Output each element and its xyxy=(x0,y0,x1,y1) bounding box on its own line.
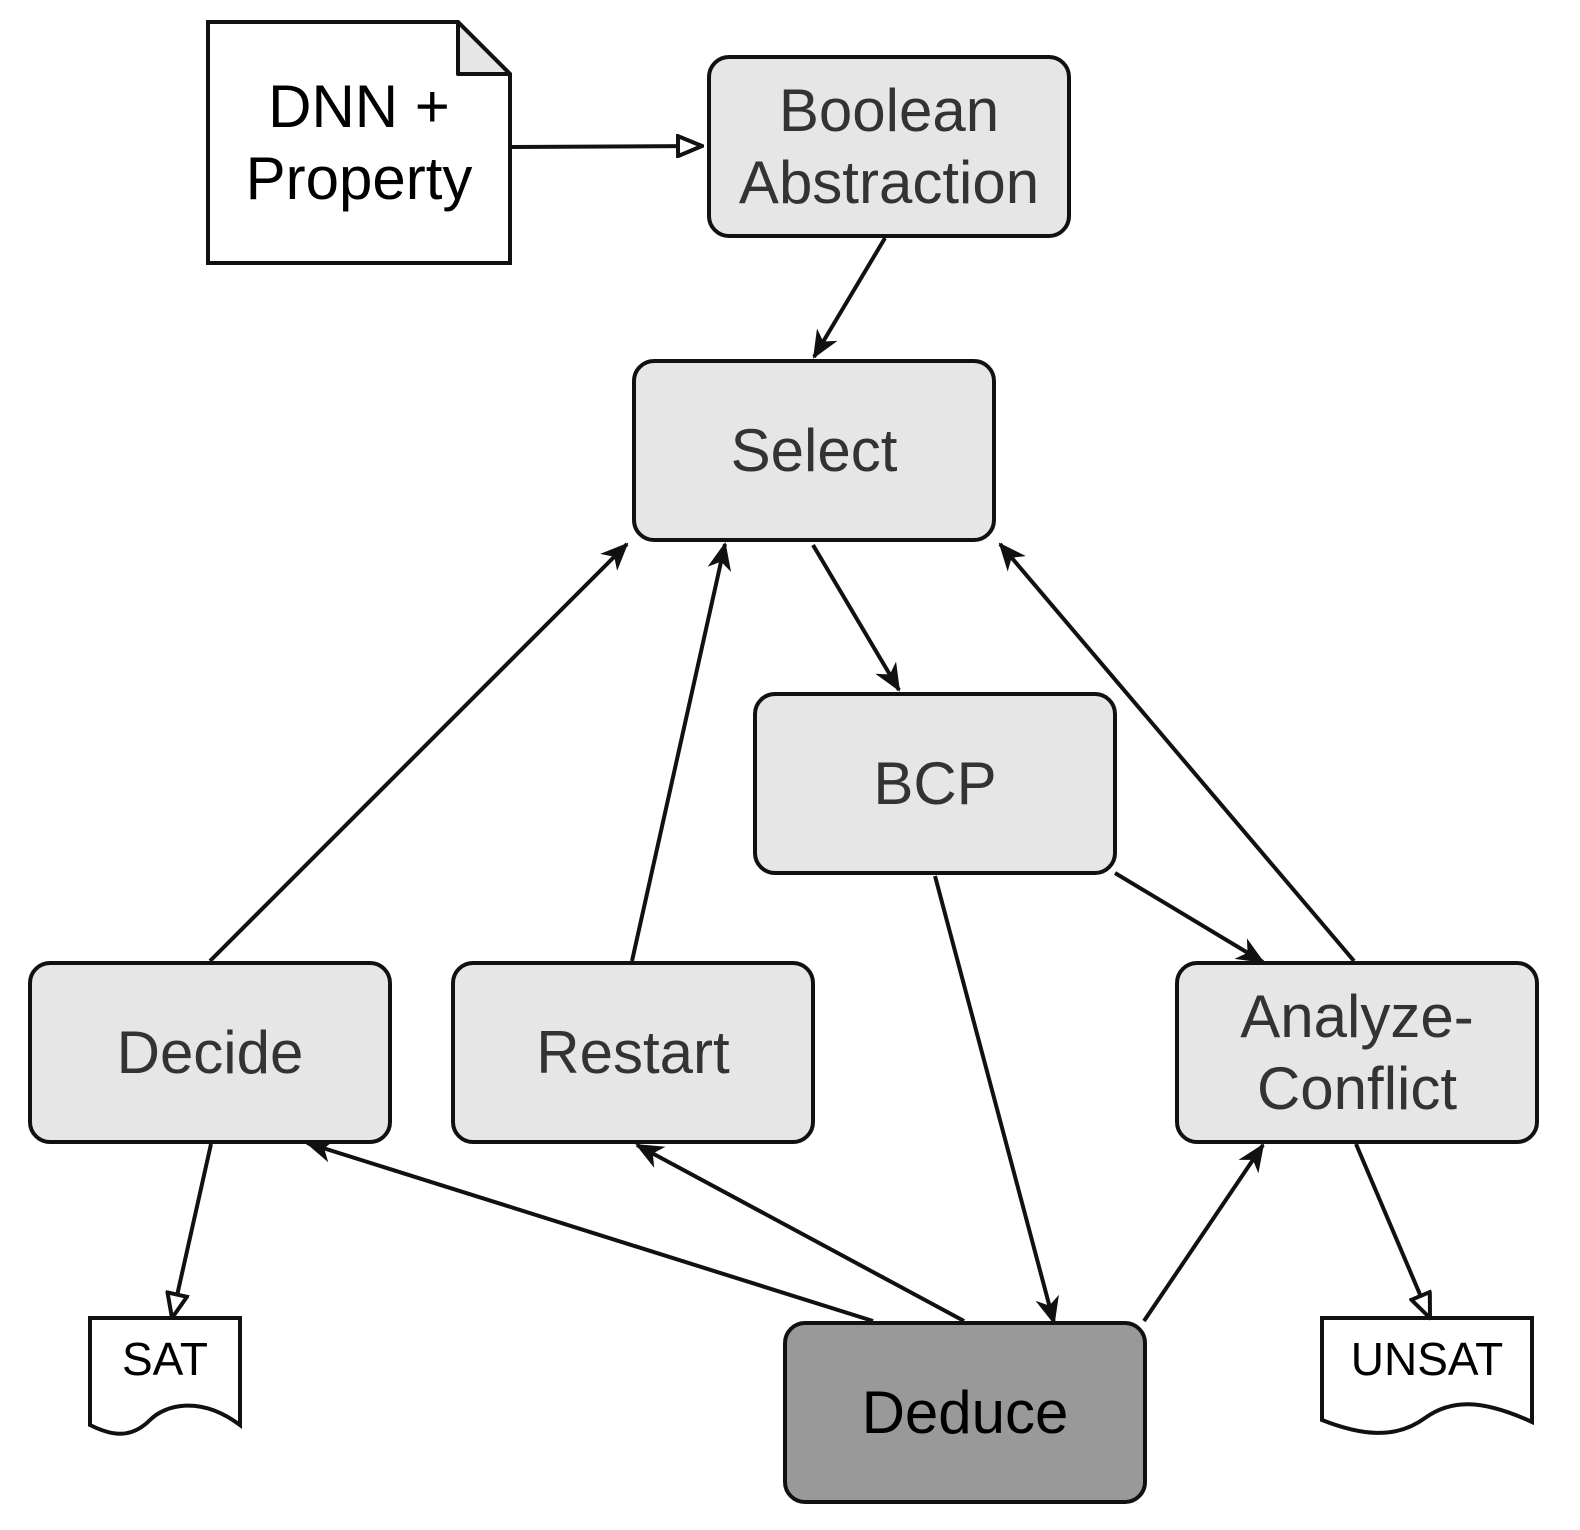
sat-terminal-shape xyxy=(88,1316,242,1436)
edge-bcp-to-analyze-conflict xyxy=(1113,871,1265,964)
edge-analyze-conflict-to-select xyxy=(998,542,1356,963)
edge-boolean-abstraction-to-select xyxy=(812,236,887,359)
decide-node: Decide xyxy=(28,961,392,1144)
select-node: Select xyxy=(632,359,996,542)
edge-restart-to-select xyxy=(630,542,732,962)
bcp-node: BCP xyxy=(753,692,1117,875)
edge-decide-to-sat xyxy=(172,1143,213,1318)
edge-analyze-conflict-to-unsat xyxy=(1354,1143,1430,1318)
analyze-conflict-node: Analyze- Conflict xyxy=(1175,961,1539,1144)
edge-decide-to-select xyxy=(208,542,629,963)
input-document-shape xyxy=(206,20,512,265)
edge-select-to-bcp xyxy=(811,543,901,692)
edge-deduce-to-analyze-conflict xyxy=(1142,1143,1265,1323)
restart-node: Restart xyxy=(451,961,815,1144)
deduce-node: Deduce xyxy=(783,1321,1147,1504)
document-fold-corner xyxy=(456,20,512,76)
edge-deduce-to-restart xyxy=(635,1143,965,1323)
input-document-label: DNN + Property xyxy=(245,72,473,212)
edge-input-to-boolean-abstraction xyxy=(511,146,702,147)
unsat-terminal-label: UNSAT xyxy=(1350,1333,1504,1385)
sat-terminal-label: SAT xyxy=(121,1333,209,1385)
boolean-abstraction-node: Boolean Abstraction xyxy=(707,55,1071,238)
edge-bcp-to-deduce xyxy=(933,875,1059,1325)
edge-deduce-to-decide xyxy=(305,1139,874,1323)
unsat-terminal-shape xyxy=(1320,1316,1534,1435)
